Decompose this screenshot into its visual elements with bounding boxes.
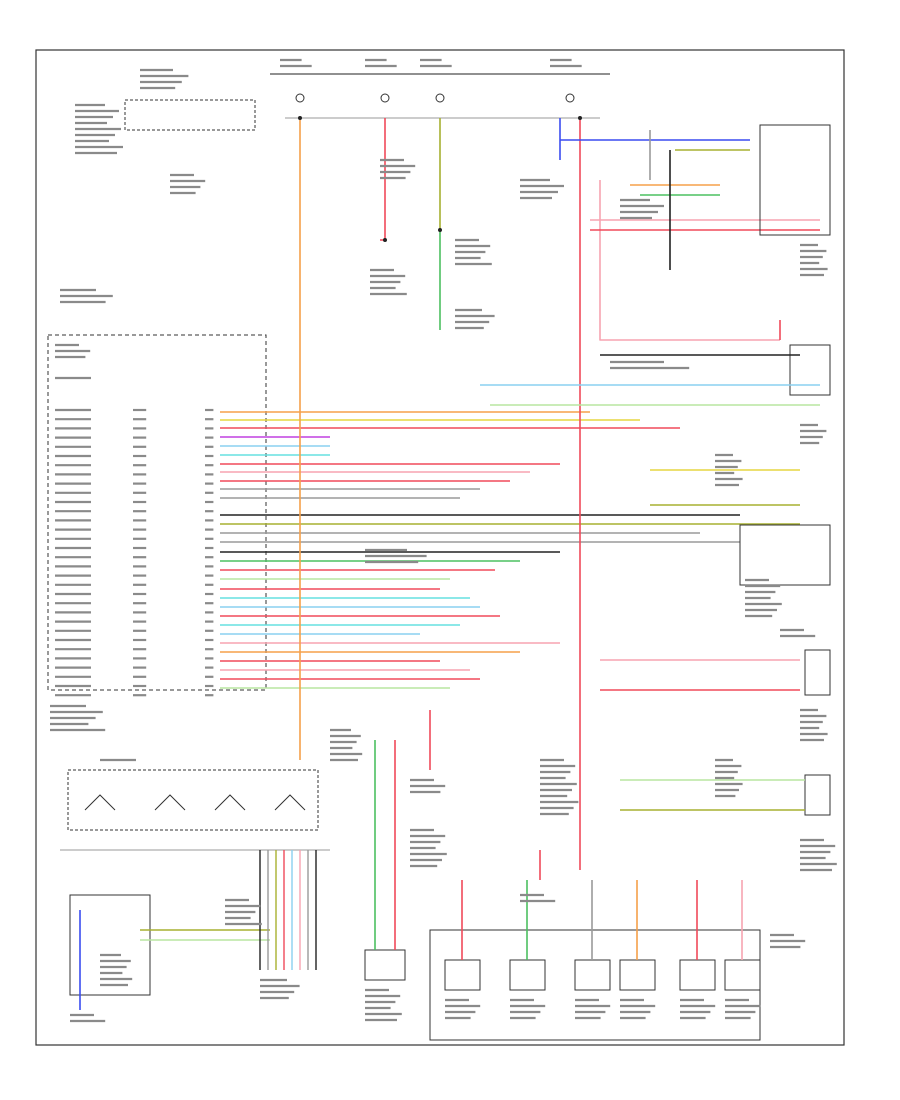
top-right-switch (759, 124, 831, 236)
switch-contact-2 (214, 794, 246, 811)
fuse-0 (295, 93, 305, 103)
sol-6 (724, 959, 761, 991)
fuse-3 (565, 93, 575, 103)
right-connector-d (804, 774, 831, 816)
diagram-border (35, 49, 845, 1046)
switch-contact-1 (154, 794, 186, 811)
sol-3 (574, 959, 611, 991)
right-connector-a (789, 344, 831, 396)
sol-2 (509, 959, 546, 991)
sol-4 (619, 959, 656, 991)
fuse-2 (435, 93, 445, 103)
bottom-module-a (364, 949, 406, 981)
lower-switch-cluster (67, 769, 319, 831)
sol-1 (444, 959, 481, 991)
pcm-connector-block (47, 334, 267, 691)
splice-dot (298, 116, 302, 120)
right-connector-c (804, 649, 831, 696)
sol-5 (679, 959, 716, 991)
top-left-module (124, 99, 256, 131)
switch-contact-0 (84, 794, 116, 811)
splice-dot (438, 228, 442, 232)
splice-dot (578, 116, 582, 120)
switch-contact-3 (274, 794, 306, 811)
bottom-left-module (69, 894, 151, 996)
fuse-1 (380, 93, 390, 103)
right-connector-b (739, 524, 831, 586)
splice-dot (383, 238, 387, 242)
pink-loop (599, 180, 780, 341)
